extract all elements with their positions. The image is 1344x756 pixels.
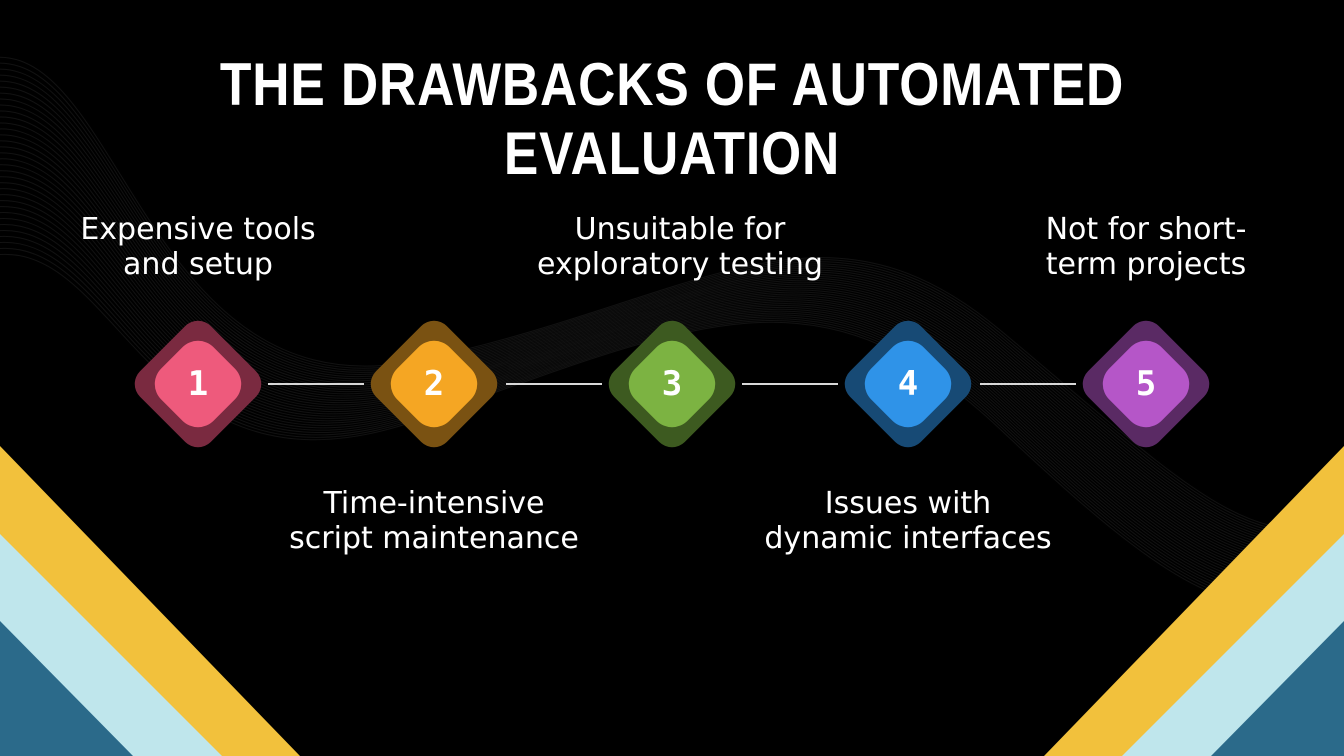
wave-line <box>0 200 1344 585</box>
wave-line <box>0 116 1344 553</box>
step-4-label-line-1: Issues with <box>824 486 992 521</box>
step-1-label: Expensive tools and setup <box>48 212 348 282</box>
wave-line <box>0 170 1344 573</box>
step-3-label: Unsuitable for exploratory testing <box>492 212 868 282</box>
wave-line <box>0 86 1344 542</box>
wave-line <box>0 194 1344 583</box>
wave-line <box>0 230 1344 597</box>
connector-1-2 <box>268 383 364 385</box>
step-2-label-line-1: Time-intensive <box>323 486 545 521</box>
left-stripe-light <box>0 534 222 756</box>
wave-line <box>0 122 1344 555</box>
wave-line <box>0 224 1344 594</box>
wave-line <box>0 164 1344 571</box>
step-3-label-line-2: exploratory testing <box>537 247 823 282</box>
step-2-number: 2 <box>423 364 445 404</box>
wave-line <box>0 134 1344 560</box>
wave-line <box>0 152 1344 567</box>
wave-line <box>0 68 1344 536</box>
left-stripe-blue <box>0 621 133 756</box>
wave-line <box>0 218 1344 592</box>
right-stripe-yellow <box>1044 446 1344 756</box>
right-stripe-light <box>1122 534 1344 756</box>
step-3-number: 3 <box>661 364 683 404</box>
wave-line <box>0 146 1344 564</box>
step-4-label-line-2: dynamic interfaces <box>764 521 1052 556</box>
step-4-label: Issues with dynamic interfaces <box>718 486 1098 556</box>
step-2-label: Time-intensive script maintenance <box>244 486 624 556</box>
wave-line <box>0 212 1344 590</box>
wave-line <box>0 158 1344 569</box>
wave-line <box>0 110 1344 551</box>
left-corner-stripes <box>0 446 300 756</box>
wave-line <box>0 128 1344 558</box>
wave-line <box>0 80 1344 540</box>
step-3-label-line-1: Unsuitable for <box>574 212 786 247</box>
wave-line <box>0 140 1344 562</box>
wave-line <box>0 98 1344 546</box>
wave-line <box>0 188 1344 580</box>
right-corner-stripes <box>1044 446 1344 756</box>
connector-4-5 <box>980 383 1076 385</box>
step-5-label-line-1: Not for short- <box>1045 212 1247 247</box>
wave-line <box>0 63 1344 533</box>
connector-2-3 <box>506 383 602 385</box>
step-1-label-line-2: and setup <box>123 247 273 282</box>
step-4-number: 4 <box>897 364 919 404</box>
step-5-label-line-2: term projects <box>1045 247 1247 282</box>
wave-line <box>0 74 1344 538</box>
step-1-number: 1 <box>187 364 209 404</box>
wave-line <box>0 92 1344 544</box>
wave-line <box>0 57 1344 531</box>
wave-line <box>0 182 1344 578</box>
connector-3-4 <box>742 383 838 385</box>
step-2-label-line-2: script maintenance <box>289 521 579 556</box>
wave-line <box>0 176 1344 576</box>
wave-line <box>0 104 1344 549</box>
step-1-label-line-1: Expensive tools <box>80 212 316 247</box>
step-5-number: 5 <box>1135 364 1157 404</box>
page-title: THE DRAWBACKS OF AUTOMATED EVALUATION <box>219 51 1125 187</box>
wave-line <box>0 206 1344 587</box>
right-stripe-blue <box>1211 621 1344 756</box>
left-stripe-yellow <box>0 446 300 756</box>
step-5-label: Not for short- term projects <box>1006 212 1286 282</box>
